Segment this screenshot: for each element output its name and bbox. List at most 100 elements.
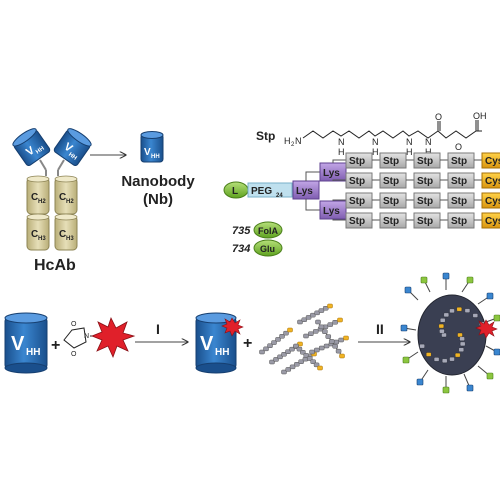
polymer-stp-bead <box>318 324 325 330</box>
polymer-stp-bead <box>335 348 342 354</box>
conjugate-rows: StpStpStpStpCysStpStpStpStpCysStpStpStpS… <box>345 152 500 229</box>
hcab-ch3-left-domain: C H3 <box>26 213 50 251</box>
reaction-vhh-2-label: V <box>200 333 214 355</box>
hcab-vhh-left-domain: V HH <box>12 128 51 167</box>
stp-h2n-sub: 2 <box>291 142 295 148</box>
conjugate-lys-lower-label: Lys <box>323 206 340 217</box>
nanoparticle-stp-bead <box>443 312 450 318</box>
polymer-stp-bead <box>332 344 338 349</box>
hcab-title: HcAb <box>34 257 76 274</box>
hcab-hinge-bonds <box>45 170 59 176</box>
polymer-stp-bead <box>289 346 295 352</box>
polymer-stp-bead <box>273 357 279 362</box>
conjugate-upper-connectors <box>332 159 346 181</box>
conjugate-stp-label: Stp <box>417 156 433 167</box>
polymer-stp-bead <box>259 349 265 355</box>
nanobody-vhh-sub: HH <box>151 154 160 160</box>
polymer-stp-bead <box>314 347 320 353</box>
linker-o-bottom: O <box>71 351 77 358</box>
polymer-stp-bead <box>289 364 296 370</box>
polymer-stp-bead <box>333 339 340 345</box>
polymer-cys-bead <box>327 303 333 309</box>
reaction-vhh-2-star <box>221 317 244 337</box>
final-nanoparticle <box>400 272 500 394</box>
polymer-stp-bead <box>279 334 285 339</box>
reaction-vhh-2-sub: HH <box>215 347 229 358</box>
conjugate-lys-center-label: Lys <box>296 186 313 197</box>
conjugate-stp-label: Stp <box>383 176 399 187</box>
polymer-stp-bead <box>277 354 283 360</box>
polymer-stp-bead <box>303 333 309 339</box>
nanoparticle-stp-bead <box>464 308 471 313</box>
stp-n-2: N <box>372 137 379 147</box>
nanoparticle-stp-bead <box>419 343 425 349</box>
polymer-stp-bead <box>323 343 330 349</box>
nanoparticle-stp-bead <box>459 336 465 341</box>
polymer-stp-bead <box>309 349 315 355</box>
nanobody-subtitle: (Nb) <box>143 191 173 208</box>
polymer-stp-bead <box>283 330 289 336</box>
nanoparticle-cys-bead <box>426 352 432 357</box>
reaction-step-1-label: I <box>156 321 160 337</box>
polymer-stp-bead <box>328 339 335 344</box>
conjugate-cys-label: Cys <box>485 216 500 227</box>
polymer-cys-bead <box>343 335 349 341</box>
stp-h-2: H <box>372 147 379 157</box>
polymer-stp-bead <box>310 359 316 364</box>
conjugate-stp-label: Stp <box>349 216 365 227</box>
polymer-stp-bead <box>305 315 312 320</box>
reaction-vhh-1-sub: HH <box>26 347 40 358</box>
polymer-stp-bead <box>306 356 313 361</box>
conjugate-ligand-label: L <box>232 186 238 197</box>
hcab-ch2-left-sub: H2 <box>38 199 46 205</box>
nanobody-title: Nanobody <box>121 173 195 190</box>
nanobody-vhh-domain: V HH <box>140 131 164 163</box>
hcab-ch2-right-label: C <box>59 192 66 203</box>
conjugate-cys-box <box>481 172 500 189</box>
conjugate-cys-box <box>481 192 500 209</box>
polymer-stp-bead <box>338 337 344 343</box>
nanobody-diagram: V HH Nanobody (Nb) <box>121 131 195 208</box>
conjugate-cys-label: Cys <box>485 156 500 167</box>
conjugate-stp-label: Stp <box>451 196 467 207</box>
nanobody-vhh-label: V <box>144 147 151 158</box>
stp-backbone <box>302 130 482 139</box>
reaction-step-2-label: II <box>376 321 384 337</box>
stp-structure: Stp H 2 N N H N H N H N H O OH O <box>256 111 487 157</box>
variant-735-ligand: FolA <box>258 226 278 236</box>
stp-n-3: N <box>406 137 413 147</box>
stp-h-3: H <box>406 147 413 157</box>
variant-734-ligand: Glu <box>260 244 275 254</box>
nanoparticle-cys-bead <box>456 306 462 312</box>
conjugate-stp-label: Stp <box>417 196 433 207</box>
polymer-stp-bead <box>294 362 300 367</box>
stp-h2n-n: N <box>295 136 302 146</box>
polymer-cluster <box>259 303 349 375</box>
stp-structure-label: Stp <box>256 129 275 143</box>
polymer-stp-bead <box>310 312 316 318</box>
polymer-stp-bead <box>315 319 321 325</box>
polymer-stp-bead <box>318 345 325 351</box>
hcab-ch2-left-label: C <box>31 192 38 203</box>
polymer-stp-bead <box>332 320 338 325</box>
stp-n-4: N <box>425 137 432 147</box>
polymer-stp-bead <box>267 343 273 348</box>
nanoparticle-cys-bead <box>454 352 461 358</box>
stp-n-1: N <box>338 137 345 147</box>
polymer-cys-bead <box>339 353 345 359</box>
nanoparticle-vhh-tip <box>486 292 494 300</box>
nanoparticle-vhh-tip <box>493 348 500 356</box>
polymer-stp-bead <box>281 352 287 357</box>
nanoparticle-ligand-tip <box>493 314 500 322</box>
stp-o-top: O <box>435 112 442 122</box>
polymer-stp-bead <box>313 362 320 368</box>
polymer-stp-bead <box>318 308 325 313</box>
nanoparticle-cys-bead <box>438 323 445 329</box>
conjugate-peg-sub: 24 <box>276 193 283 199</box>
hcab-ch3-right-label: C <box>59 229 66 240</box>
variant-735: 735 FolA <box>232 221 283 239</box>
red-star-label <box>90 316 136 359</box>
conjugate-stp-label: Stp <box>417 216 433 227</box>
hcab-ch3-right-domain: C H3 <box>54 213 78 251</box>
nanoparticle-stp-bead <box>458 347 464 352</box>
